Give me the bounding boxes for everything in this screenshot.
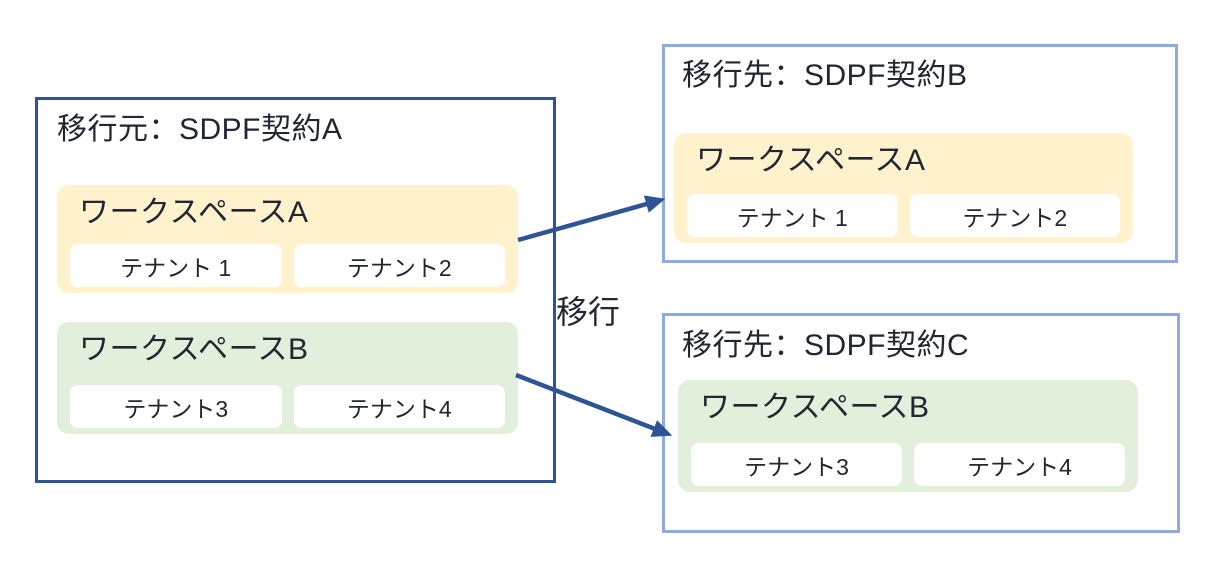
- source-workspace-a-name: ワークスペースA: [79, 196, 309, 229]
- tenant-2: テナント2: [293, 244, 505, 287]
- source-workspace-a: ワークスペースA テナント 1 テナント2: [57, 185, 518, 293]
- destination-contract-b-box: 移行先：SDPF契約B ワークスペースA テナント 1 テナント2: [662, 44, 1178, 263]
- source-workspace-b: ワークスペースB テナント3 テナント4: [57, 322, 518, 434]
- destination-b-workspace-a-name: ワークスペースA: [696, 144, 926, 177]
- source-contract-title: 移行元：SDPF契約A: [57, 113, 343, 146]
- destination-b-workspace-a: ワークスペースA テナント 1 テナント2: [674, 133, 1133, 243]
- destination-c-tenants: テナント3 テナント4: [691, 443, 1125, 486]
- tenant-2: テナント2: [909, 194, 1120, 237]
- destination-contract-c-box: 移行先：SDPF契約C ワークスペースB テナント3 テナント4: [662, 313, 1180, 533]
- migration-label: 移行: [556, 294, 621, 330]
- tenant-4: テナント4: [293, 385, 505, 428]
- destination-c-workspace-b-name: ワークスペースB: [700, 391, 930, 424]
- source-workspace-b-name: ワークスペースB: [79, 333, 309, 366]
- source-contract-box: 移行元：SDPF契約A ワークスペースA テナント 1 テナント2 ワークスペー…: [35, 97, 556, 483]
- tenant-3: テナント3: [70, 385, 282, 428]
- source-workspace-a-tenants: テナント 1 テナント2: [70, 244, 505, 287]
- destination-contract-c-title: 移行先：SDPF契約C: [682, 329, 970, 362]
- tenant-1: テナント 1: [687, 194, 898, 237]
- destination-contract-b-title: 移行先：SDPF契約B: [682, 59, 968, 92]
- destination-c-workspace-b: ワークスペースB テナント3 テナント4: [678, 380, 1138, 492]
- source-workspace-b-tenants: テナント3 テナント4: [70, 385, 505, 428]
- tenant-4: テナント4: [914, 443, 1125, 486]
- tenant-1: テナント 1: [70, 244, 282, 287]
- destination-b-tenants: テナント 1 テナント2: [687, 194, 1120, 237]
- tenant-3: テナント3: [691, 443, 902, 486]
